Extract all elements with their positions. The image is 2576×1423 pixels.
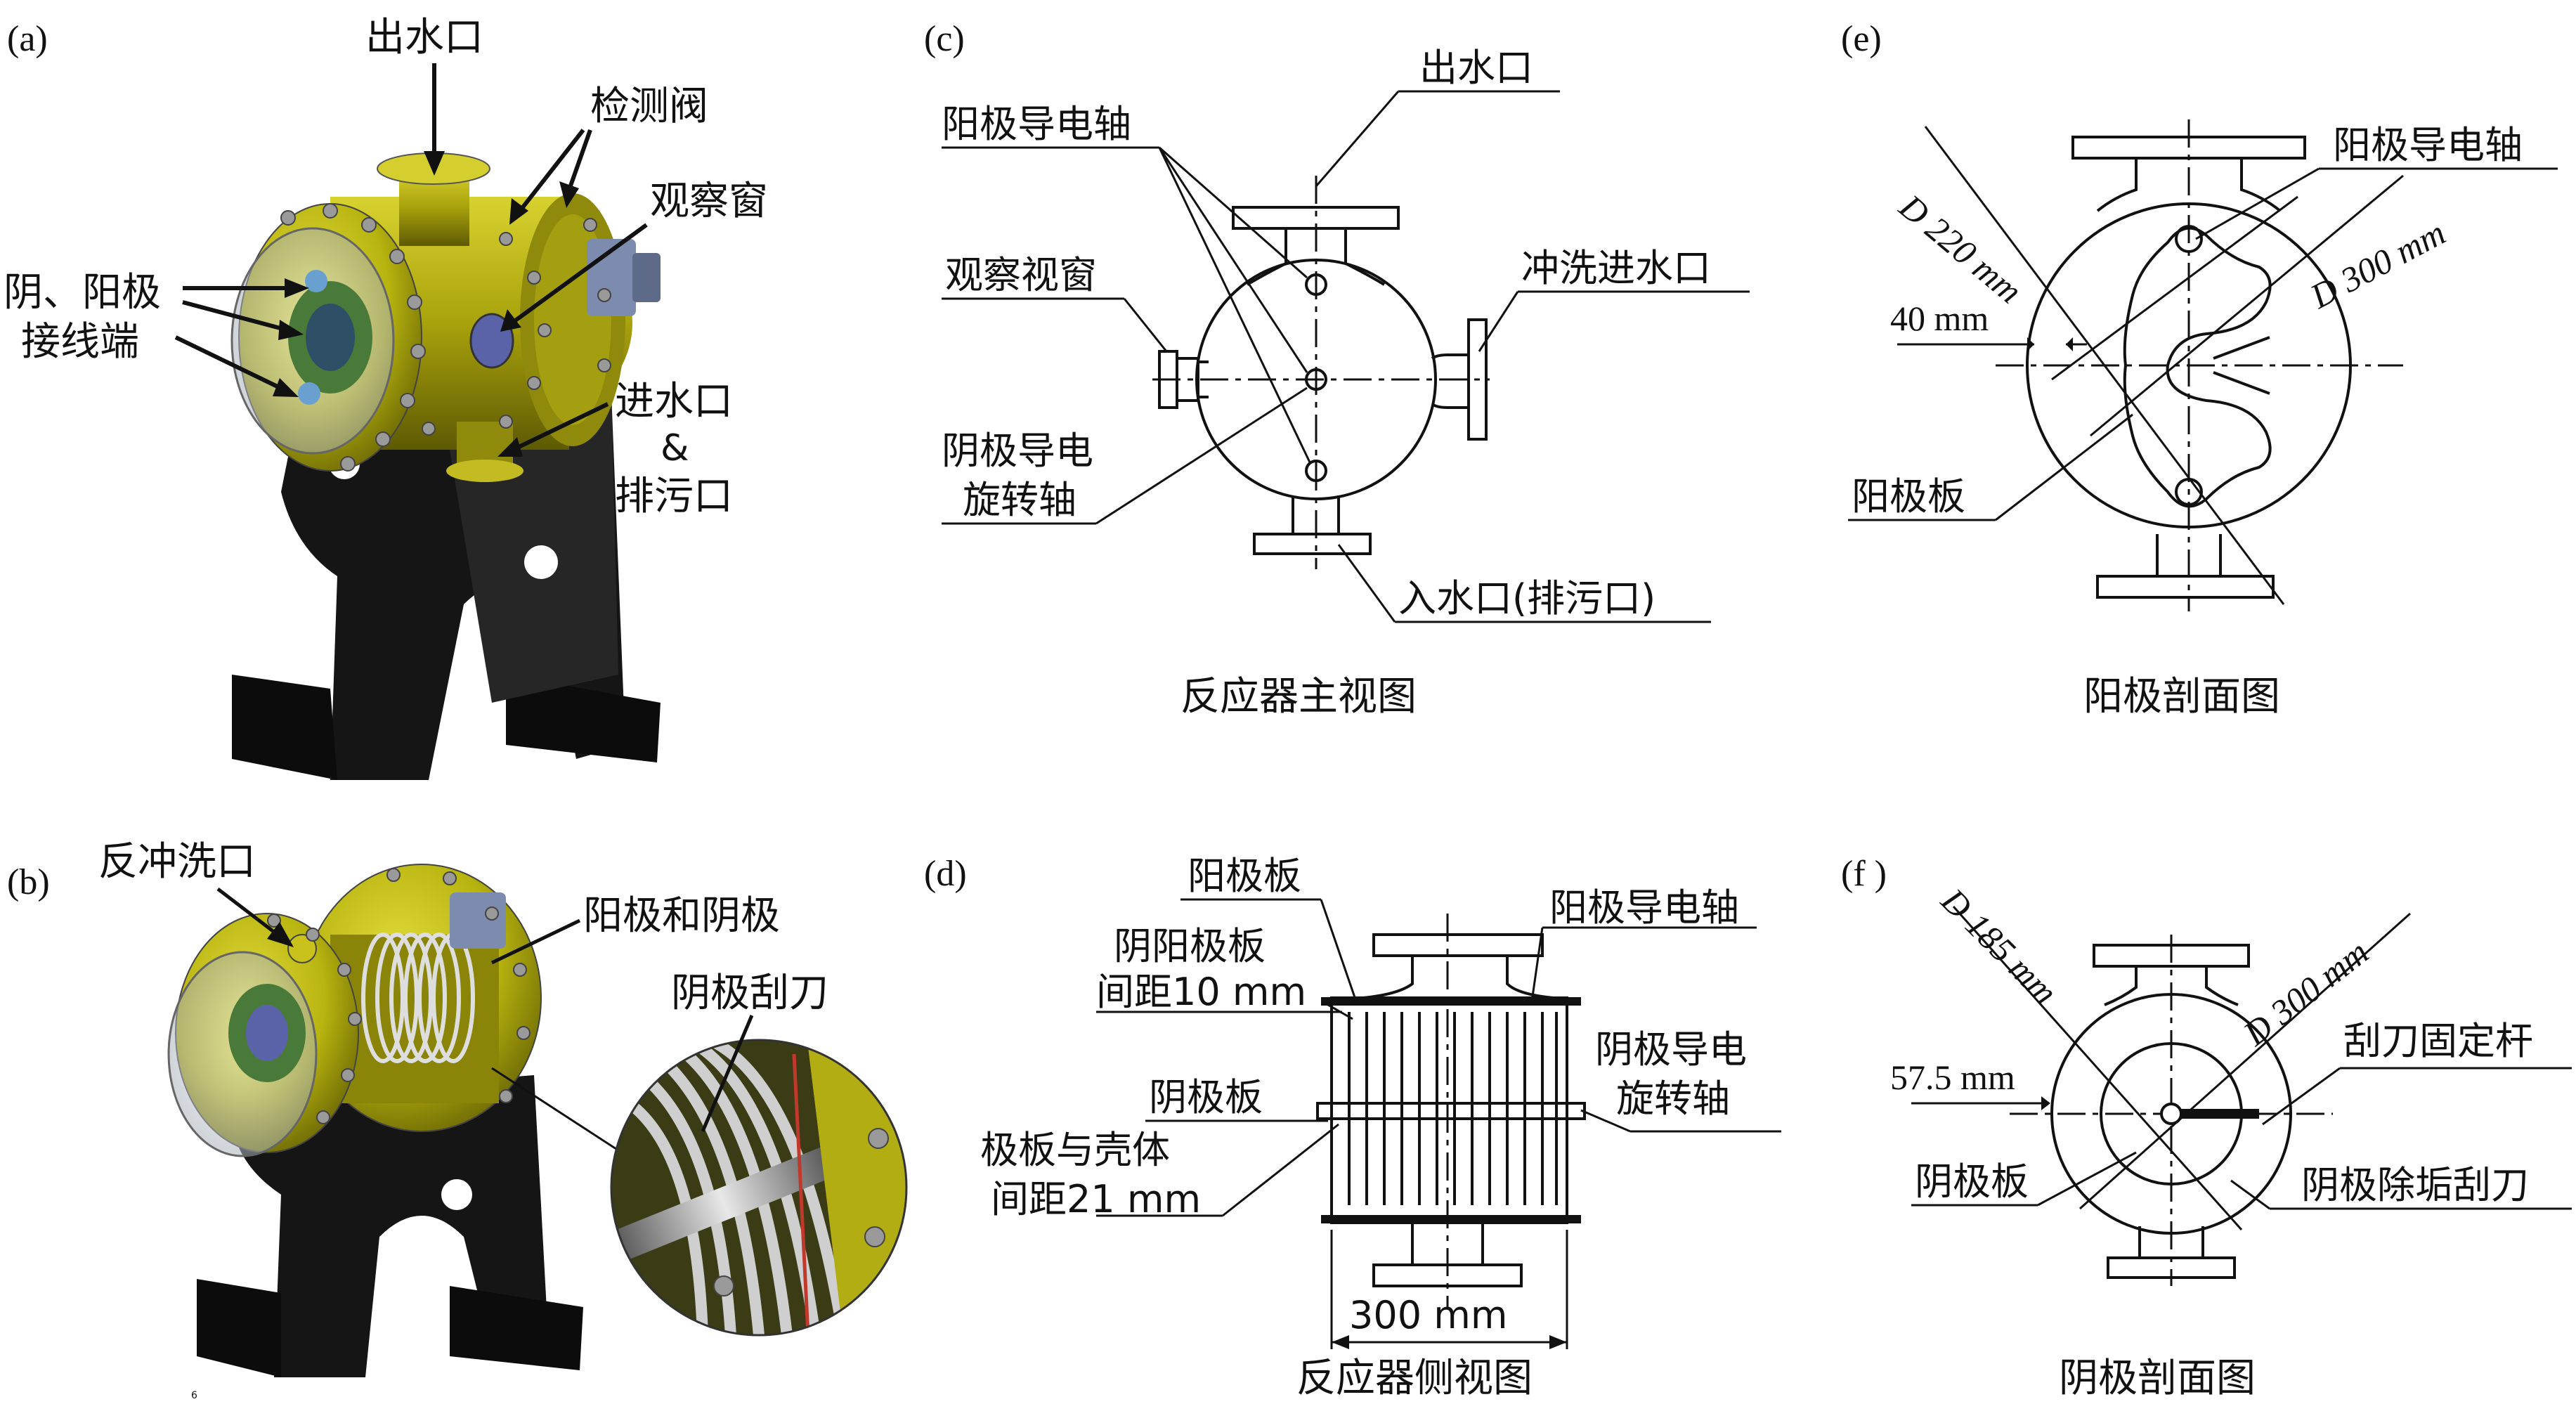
label-c-outlet: 出水口 (1419, 46, 1533, 90)
label-f-d185: D 185 mm (1934, 880, 2066, 1012)
anode-section-drawing (1897, 119, 2404, 611)
caption-e: 阳极剖面图 (2083, 674, 2280, 720)
plate-stack (1348, 1012, 1558, 1205)
panel-f-tag: (f ) (1841, 854, 1887, 894)
label-terminal-2: 接线端 (21, 319, 139, 365)
label-d-cathode-shaft-1: 阴极导电 (1595, 1027, 1747, 1072)
panel-e: (e) D (1841, 19, 2558, 720)
label-d-width: 300 mm (1349, 1293, 1507, 1337)
label-window: 观察窗 (650, 178, 768, 224)
label-c-flush-inlet: 冲洗进水口 (1521, 246, 1711, 290)
front-flange (230, 203, 422, 472)
label-c-anode-shaft: 阳极导电轴 (942, 102, 1131, 146)
label-f-cathode-plate: 阴极板 (1915, 1159, 2029, 1204)
panel-a: (a) (4, 15, 768, 780)
label-d-cathode-plate: 阴极板 (1149, 1075, 1263, 1119)
label-d-cathode-shaft-2: 旋转轴 (1616, 1077, 1730, 1121)
panel-c-tag: (c) (924, 19, 965, 59)
label-e-dim40: 40 mm (1890, 299, 1989, 338)
label-e-anode-shaft: 阳极导电轴 (2333, 123, 2523, 167)
label-d-gap-1: 阴阳极板 (1114, 924, 1266, 968)
label-electrodes: 阳极和阴极 (583, 893, 780, 939)
label-outlet: 出水口 (365, 15, 483, 60)
label-f-dim575: 57.5 mm (1890, 1058, 2015, 1097)
tiny-mark: 6 (191, 1390, 197, 1401)
label-d-shell-gap-2: 间距21 mm (991, 1177, 1201, 1221)
reactor-stand-b (197, 1075, 583, 1377)
panel-e-tag: (e) (1841, 19, 1882, 59)
panel-f-leaders (1911, 1067, 2572, 1210)
label-inlet-2: & (661, 427, 689, 469)
panel-b-tag: (b) (7, 862, 50, 902)
label-e-d300: D 300 mm (2303, 212, 2452, 316)
label-terminal-1: 阴、阳极 (4, 270, 161, 316)
panel-c-leaders (942, 90, 1750, 623)
cathode-section-drawing (1911, 906, 2411, 1286)
panel-a-arrows (174, 63, 648, 457)
label-f-rod: 刮刀固定杆 (2343, 1019, 2533, 1063)
label-e-d220: D 220 mm (1892, 186, 2029, 311)
label-c-cathode-shaft-2: 旋转轴 (963, 478, 1076, 522)
label-c-inlet: 入水口(排污口) (1398, 576, 1655, 620)
label-d-anode-plate: 阳极板 (1188, 854, 1301, 898)
label-check-valve: 检测阀 (590, 84, 708, 129)
panel-b-arrows (216, 888, 754, 1132)
scraper-zoom-inset (491, 1039, 908, 1337)
panel-b: (b) (7, 839, 908, 1401)
flange-bolts (280, 203, 611, 472)
label-backwash: 反冲洗口 (98, 839, 256, 885)
panel-d-tag: (d) (924, 854, 967, 894)
panel-e-leaders (1848, 167, 2558, 521)
label-inlet-1: 进水口 (615, 379, 733, 424)
front-view-drawing (1152, 176, 1490, 569)
label-d-gap-2: 间距10 mm (1096, 970, 1306, 1014)
label-inlet-3: 排污口 (615, 474, 733, 519)
caption-d: 反应器侧视图 (1296, 1356, 1533, 1401)
label-c-cathode-shaft-1: 阴极导电 (942, 429, 1093, 473)
panel-f: (f ) D 185 mm D 300 mm 57 (1841, 854, 2572, 1401)
flange-bolts-b (267, 868, 531, 1124)
label-d-anode-shaft: 阳极导电轴 (1549, 885, 1739, 930)
label-d-shell-gap-1: 极板与壳体 (980, 1128, 1170, 1172)
label-f-scraper: 阴极除垢刮刀 (2301, 1163, 2529, 1207)
panel-a-tag: (a) (7, 19, 48, 59)
panel-c: (c) (924, 19, 1750, 720)
panel-d-leaders (1096, 898, 1781, 1217)
panel-d: (d) (924, 854, 1781, 1401)
label-c-window: 观察视窗 (945, 253, 1097, 297)
label-e-anode-plate: 阳极板 (1852, 474, 1965, 519)
side-view-drawing (1316, 914, 1586, 1349)
label-scraper: 阴极刮刀 (671, 970, 828, 1016)
caption-c: 反应器主视图 (1180, 674, 1417, 720)
caption-f: 阴极剖面图 (2059, 1356, 2256, 1401)
electrode-stack (361, 933, 475, 1063)
